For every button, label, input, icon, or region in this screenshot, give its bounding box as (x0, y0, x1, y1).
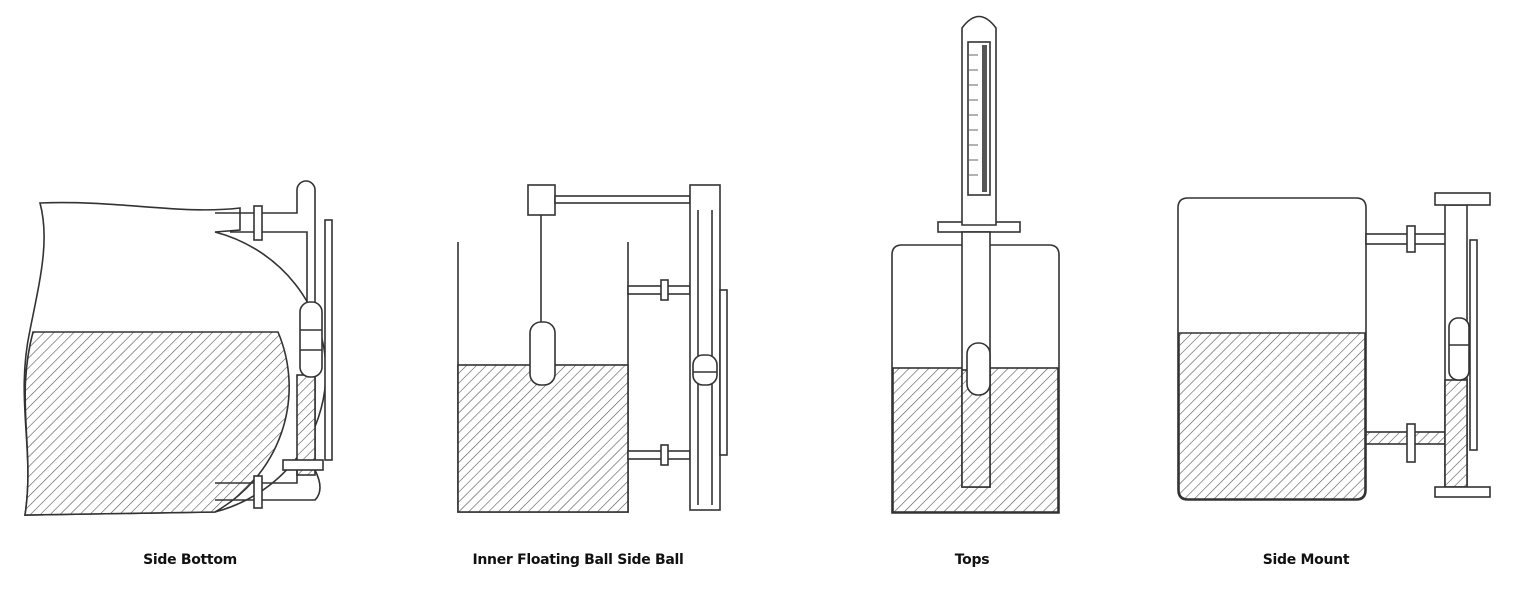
side-mount-diagram (1177, 192, 1491, 501)
inner-floating-ball-diagram (457, 184, 728, 513)
side-bottom-diagram (23, 180, 333, 516)
caption-tops: Tops (954, 552, 990, 568)
caption-inner-floating-ball: Inner Floating Ball Side Ball (472, 552, 684, 568)
tops-diagram (891, 15, 1060, 514)
caption-side-mount: Side Mount (1262, 552, 1350, 568)
caption-side-bottom: Side Bottom (143, 552, 237, 568)
